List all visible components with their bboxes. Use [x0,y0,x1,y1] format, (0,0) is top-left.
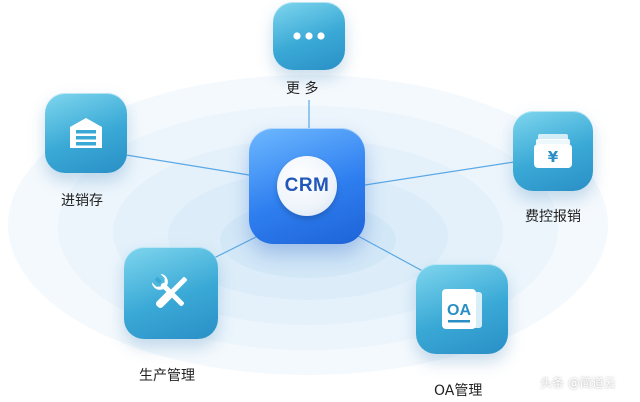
crm-hub-label: CRM [284,175,330,196]
module-label-oa: OA管理 [434,383,483,399]
connector-inventory [125,154,250,176]
connector-oa [357,235,431,276]
money-stack-icon: ¥ [534,134,572,168]
module-tile-more[interactable] [273,2,345,70]
wrench-screwdriver-icon [151,273,187,309]
crm-hub-tile[interactable]: CRM [249,128,365,244]
oa-document-icon-glyph: OA [447,302,471,319]
more-dots-icon [293,32,325,40]
connector-production [213,235,259,259]
module-label-inventory: 进销存 [61,193,103,209]
module-label-more: 更 多 [286,81,319,97]
warehouse-icon [70,118,102,148]
module-tile-expense[interactable]: ¥ [513,111,593,191]
oa-document-icon: OA [442,289,482,329]
module-label-expense: 费控报销 [525,209,581,225]
module-tile-oa[interactable]: OA [416,264,508,354]
money-stack-icon-glyph: ¥ [548,148,559,166]
module-label-production: 生产管理 [139,368,195,384]
crm-hub-disc: CRM [277,156,337,216]
connector-expense [364,161,515,186]
module-tile-production[interactable] [124,247,218,339]
watermark: 头条 @简道云 [540,376,616,390]
module-tile-inventory[interactable] [45,93,127,173]
